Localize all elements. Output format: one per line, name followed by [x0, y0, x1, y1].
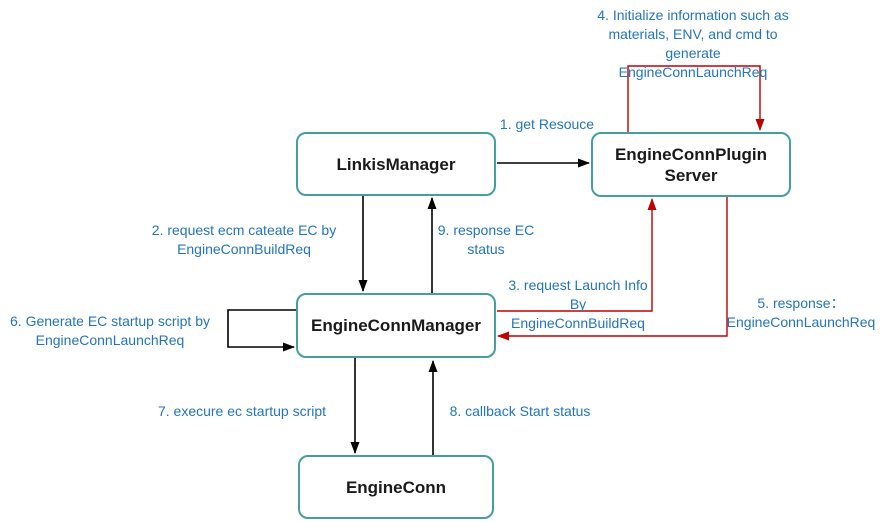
edge-label-4-initialize-information: 4. Initialize information such as materi…: [597, 7, 789, 80]
node-engine-conn: EngineConn: [298, 455, 494, 519]
edge-label-6-generate-ec-startup-script: 6. Generate EC startup script by EngineC…: [10, 313, 210, 348]
edge-label-7-execute-ec-startup-script: 7. execure ec startup script: [157, 403, 327, 419]
node-engine-conn-plugin-server: EngineConnPlugin Server: [591, 132, 791, 197]
node-linkis-manager: LinkisManager: [296, 132, 496, 196]
edge-4-initialize-information-selfloop: [627, 65, 765, 132]
edge-label-8-callback-start-status: 8. callback Start status: [449, 403, 591, 419]
edge-label-1-get-resource: 1. get Resouce: [499, 116, 595, 132]
edge-label-5-response-launchreq: 5. response： EngineConnLaunchReq: [726, 295, 876, 330]
edge-label-2-request-ecm-create-ec: 2. request ecm cateate EC by EngineConnB…: [151, 222, 337, 257]
edge-label-3-request-launch-info: 3. request Launch Info By EngineConnBuil…: [508, 277, 648, 331]
edge-label-9-response-ec-status: 9. response EC status: [437, 222, 535, 257]
edge-5-response-engineconnlaunchreq: [497, 197, 728, 341]
node-engine-conn-manager: EngineConnManager: [296, 293, 496, 358]
edge-3-request-launch-info: [497, 198, 657, 312]
edge-6-generate-ec-startup-script-selfloop: [227, 309, 296, 352]
